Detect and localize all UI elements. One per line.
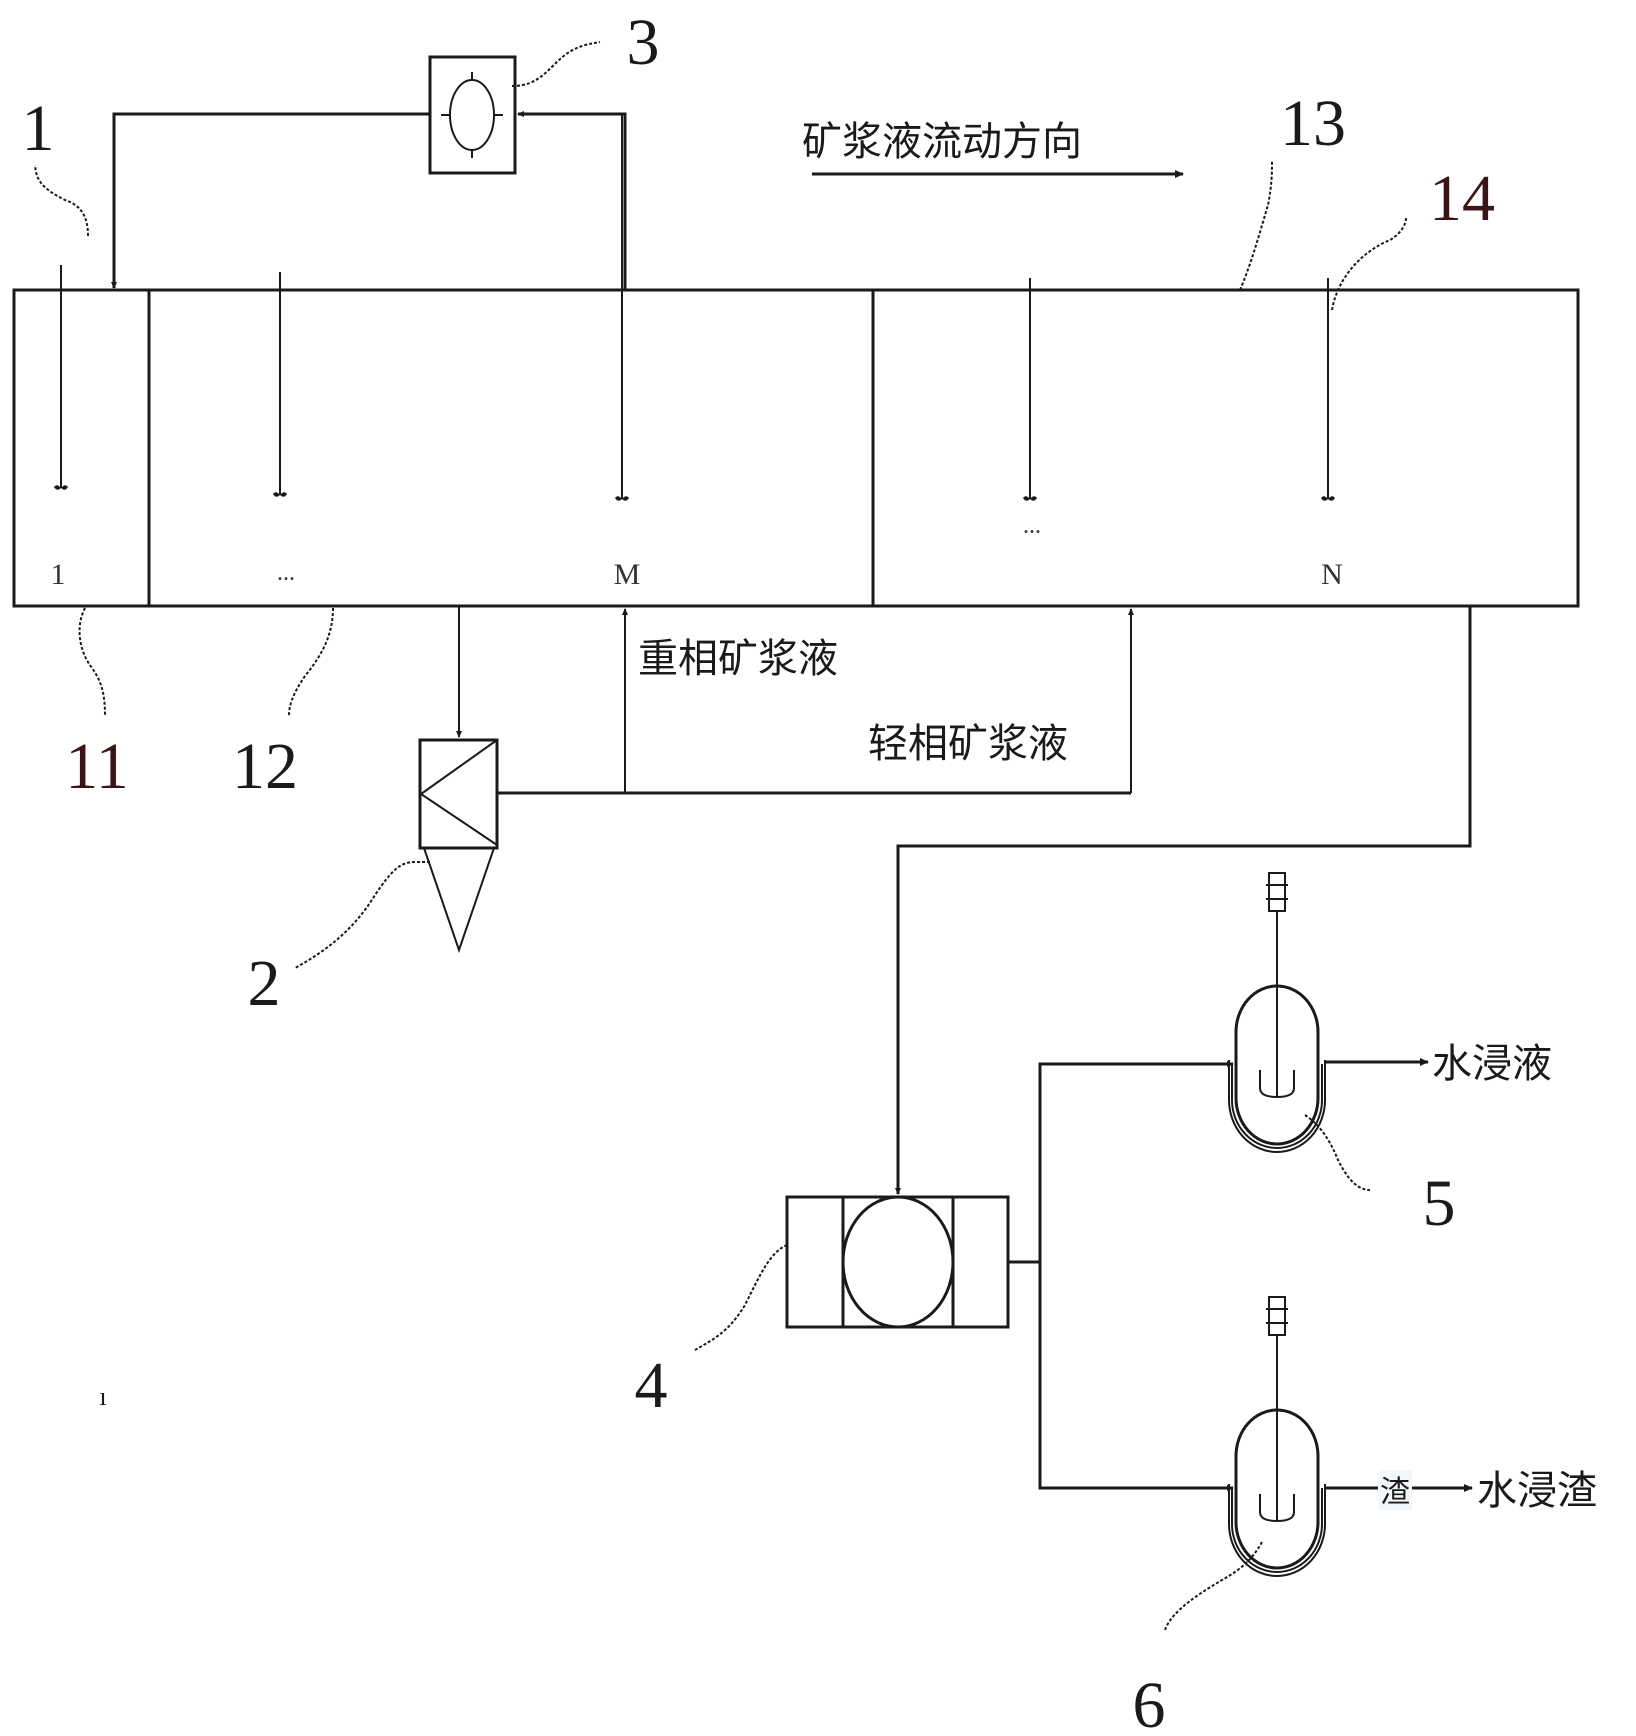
cell-label-n: N: [1321, 558, 1343, 591]
leader-reactor-6: [1164, 1541, 1263, 1631]
filter-drum-icon: [841, 1195, 955, 1329]
agitator-cell-right-middle: [1023, 278, 1037, 501]
leader-last-agitator: [1331, 217, 1407, 311]
ref-numeral-1: 1: [22, 92, 55, 165]
residue-tag-bg: [1378, 1470, 1412, 1510]
ref-numeral-6: 6: [1133, 1669, 1166, 1736]
leader-filter: [694, 1244, 788, 1351]
leach-reactor-5: [1228, 872, 1326, 1153]
impeller-icon: [273, 492, 287, 497]
filter-housing: [785, 1195, 1010, 1329]
ref-numeral-11: 11: [65, 730, 129, 803]
water-leach-liquid-label: 水浸液: [1432, 1041, 1552, 1087]
pump-discharge-pipe: [111, 112, 430, 289]
impeller-icon: [1321, 496, 1335, 501]
filter-press: [785, 1195, 1010, 1329]
hydrocyclone: [418, 738, 499, 954]
agitator-cell-n: [1321, 278, 1335, 501]
cyclone-cone: [423, 847, 495, 954]
recirculation-pump: [428, 55, 517, 175]
tank-body-outline: [12, 288, 1580, 608]
pipe-to-reactor-5: [1038, 1061, 1234, 1488]
residue-tag-label: 渣: [1380, 1475, 1410, 1510]
cell-label-first: 1: [51, 558, 66, 591]
agitator-cell-middle: [273, 272, 287, 497]
ref-numeral-14: 14: [1429, 162, 1495, 235]
motor-icon: [1268, 872, 1286, 912]
motor-icon: [1268, 1296, 1286, 1336]
leader-middle-cells: [288, 607, 334, 717]
leach-reactor-6: [1228, 1296, 1326, 1577]
impeller-icon: [54, 485, 68, 490]
cyclone-inlet-icon: [419, 739, 498, 846]
water-leach-residue-label: 水浸渣: [1477, 1468, 1597, 1514]
reactor-vessel: [1234, 1408, 1320, 1570]
stirrer-blade-icon: [1259, 1494, 1295, 1523]
stray-mark: ı: [99, 1382, 106, 1411]
impeller-icon: [1023, 496, 1037, 501]
ref-numeral-4: 4: [635, 1349, 668, 1422]
cell-label-m: M: [614, 558, 641, 591]
leader-first-cell: [78, 607, 106, 717]
ref-numeral-3: 3: [627, 6, 660, 79]
cell-label-middle-ellipsis: ...: [277, 560, 295, 586]
reactor-jacket: [1228, 1060, 1326, 1153]
ref-numeral-5: 5: [1423, 1167, 1456, 1240]
agitator-cell-1: [54, 265, 68, 490]
leader-pump: [511, 41, 601, 87]
ref-numeral-2: 2: [248, 947, 281, 1020]
impeller-icon: [615, 496, 629, 501]
leader-agitator: [34, 164, 89, 237]
flow-direction-label: 矿浆液流动方向: [802, 119, 1082, 165]
leader-tank-body: [1239, 159, 1273, 291]
tank-outlet-pipe: [895, 606, 1472, 1195]
ref-numeral-12: 12: [232, 730, 298, 803]
pump-rotor-icon: [449, 79, 495, 151]
stirrer-blade-icon: [1259, 1070, 1295, 1099]
agitator-cell-m: [615, 114, 629, 501]
leaching-tank: [12, 288, 1580, 608]
pipe-to-reactor-6: [1038, 1400, 1234, 1491]
ref-numeral-13: 13: [1280, 87, 1346, 160]
cyclone-body: [418, 738, 499, 850]
heavy-phase-label: 重相矿浆液: [638, 636, 838, 682]
cell-label-right-ellipsis: ...: [1023, 513, 1041, 539]
leader-reactor-5: [1304, 1114, 1371, 1191]
pump-suction-pipe: [517, 111, 627, 290]
reactor-vessel: [1234, 984, 1320, 1146]
light-phase-label: 轻相矿浆液: [868, 721, 1068, 767]
leader-cyclone: [294, 861, 430, 969]
reactor-jacket: [1228, 1484, 1326, 1577]
